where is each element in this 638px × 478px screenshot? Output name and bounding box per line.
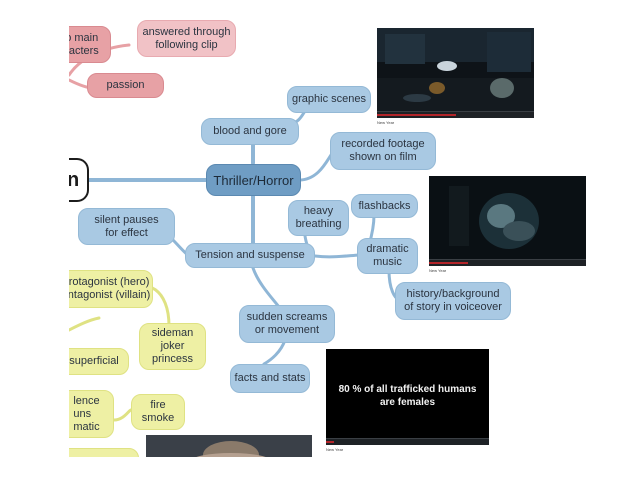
connector-yellow-fire xyxy=(112,408,133,422)
node-label: passion xyxy=(106,79,145,91)
node-blood-and-gore[interactable]: blood and gore xyxy=(201,118,299,145)
mind-map: n Thriller/Horror blood and gore graphic… xyxy=(69,0,638,457)
node-label: blood and gore xyxy=(213,125,287,137)
node-flashbacks[interactable]: flashbacks xyxy=(351,194,418,218)
node-history-background[interactable]: history/background of story in voiceover xyxy=(395,282,511,320)
root-node-label: n xyxy=(69,168,80,191)
video-still-night-street[interactable] xyxy=(377,28,534,118)
node-heavy-breathing[interactable]: heavy breathing xyxy=(288,200,349,236)
node-label: protagonist (hero) antagonist (villain) xyxy=(69,276,151,301)
video-still-partial-bottom[interactable] xyxy=(146,435,312,457)
video-progress-fill xyxy=(377,114,456,116)
node-answered-clip[interactable]: answered through following clip xyxy=(137,20,236,57)
video-progress-bar[interactable] xyxy=(377,111,534,118)
node-label: silent pauses for effect xyxy=(94,213,159,239)
node-main-characters[interactable]: o main racters xyxy=(69,26,111,63)
video-progress-bar[interactable] xyxy=(326,438,489,445)
root-node-partial[interactable]: n xyxy=(69,158,89,202)
node-label: superficial xyxy=(69,355,119,367)
connector-screams-facts xyxy=(262,338,287,366)
node-label: lence uns matic xyxy=(73,394,100,433)
connector-central-footage xyxy=(297,150,335,182)
node-yellow-partial-bottom xyxy=(69,448,139,457)
node-sudden-screams[interactable]: sudden screams or movement xyxy=(239,305,335,343)
night-street-image xyxy=(377,28,534,112)
node-silent-pauses[interactable]: silent pauses for effect xyxy=(78,208,175,245)
node-label: dramatic music xyxy=(366,243,409,268)
node-facts-and-stats[interactable]: facts and stats xyxy=(230,364,310,393)
video-caption: New Year xyxy=(326,447,344,452)
node-dramatic-music[interactable]: dramatic music xyxy=(357,238,418,274)
node-graphic-scenes[interactable]: graphic scenes xyxy=(287,86,371,113)
node-label: facts and stats xyxy=(234,372,306,384)
node-label: o main racters xyxy=(69,31,99,57)
video-progress-fill xyxy=(326,441,335,443)
connector-tension-screams xyxy=(251,266,281,309)
video-caption: New Year xyxy=(429,268,447,273)
node-fire-smoke[interactable]: fire smoke xyxy=(131,394,185,430)
node-protagonist[interactable]: protagonist (hero) antagonist (villain) xyxy=(69,270,153,308)
connector-tension-music xyxy=(313,253,361,259)
video-still-dark-figure[interactable] xyxy=(429,176,586,266)
node-label: heavy breathing xyxy=(295,205,342,230)
node-label: sideman joker princess xyxy=(151,327,194,365)
central-topic-node[interactable]: Thriller/Horror xyxy=(206,164,301,196)
node-label: answered through following clip xyxy=(142,25,231,51)
statistic-text: 80 % of all trafficked humans are female… xyxy=(338,384,477,408)
node-label: Tension and suspense xyxy=(195,249,305,261)
video-progress-bar[interactable] xyxy=(429,259,586,266)
node-label: recorded footage shown on film xyxy=(341,138,425,163)
node-passion[interactable]: passion xyxy=(87,73,164,98)
video-caption: New Year xyxy=(377,120,395,125)
node-superficial[interactable]: superficial xyxy=(69,348,129,375)
node-recorded-footage[interactable]: recorded footage shown on film xyxy=(330,132,436,170)
dark-figure-image xyxy=(429,176,586,260)
central-topic-label: Thriller/Horror xyxy=(213,172,294,188)
node-sideman[interactable]: sideman joker princess xyxy=(139,323,206,370)
video-still-statistic[interactable]: 80 % of all trafficked humans are female… xyxy=(326,349,489,445)
partial-image xyxy=(146,435,312,457)
node-label: graphic scenes xyxy=(292,93,366,105)
video-progress-fill xyxy=(429,262,469,264)
node-label: flashbacks xyxy=(358,199,411,212)
node-tension-and-suspense[interactable]: Tension and suspense xyxy=(185,243,315,268)
node-violence-partial[interactable]: lence uns matic xyxy=(69,390,114,438)
node-label: fire smoke xyxy=(141,399,175,424)
node-label: sudden screams or movement xyxy=(246,311,328,336)
connector-yellow-left xyxy=(69,316,101,332)
node-label: history/background of story in voiceover xyxy=(404,288,502,313)
